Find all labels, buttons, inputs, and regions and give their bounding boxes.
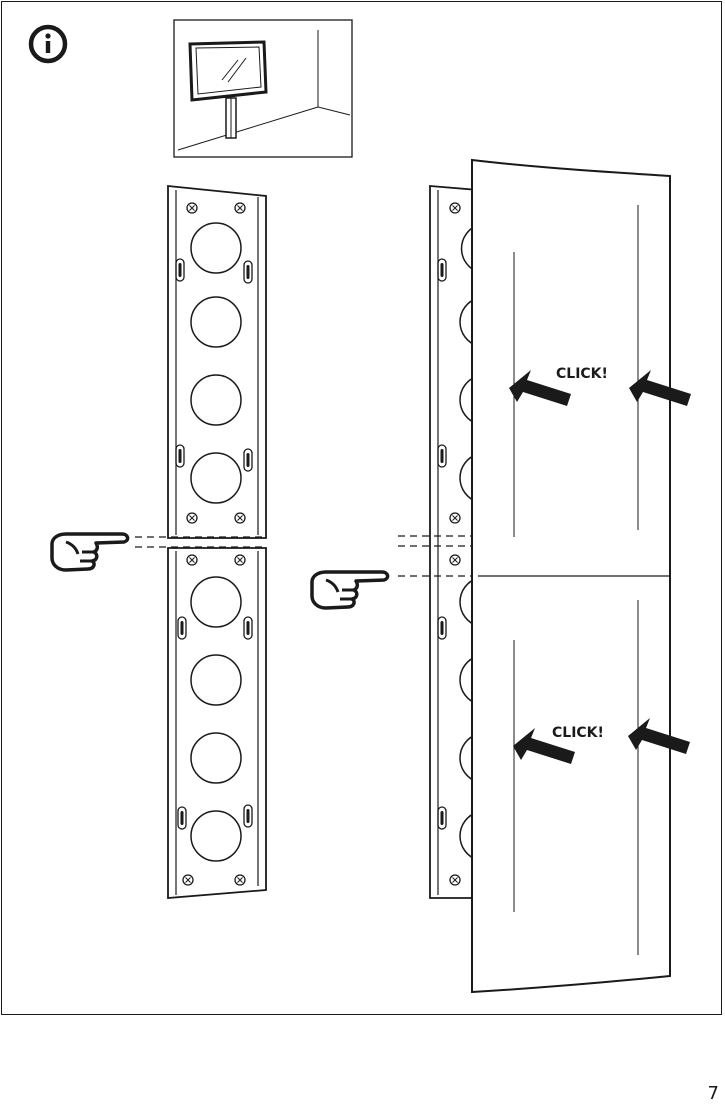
page-number: 7 bbox=[708, 1083, 719, 1104]
pointing-hand-icon bbox=[52, 534, 128, 570]
info-icon bbox=[31, 27, 65, 61]
pointing-hand-icon bbox=[312, 572, 388, 608]
left-rail bbox=[168, 186, 266, 898]
tv-wall-inset bbox=[174, 20, 352, 157]
click-label-lower: CLICK! bbox=[552, 725, 604, 741]
click-label-upper: CLICK! bbox=[556, 366, 608, 382]
cover-panel bbox=[472, 160, 670, 992]
right-rail bbox=[430, 186, 478, 898]
